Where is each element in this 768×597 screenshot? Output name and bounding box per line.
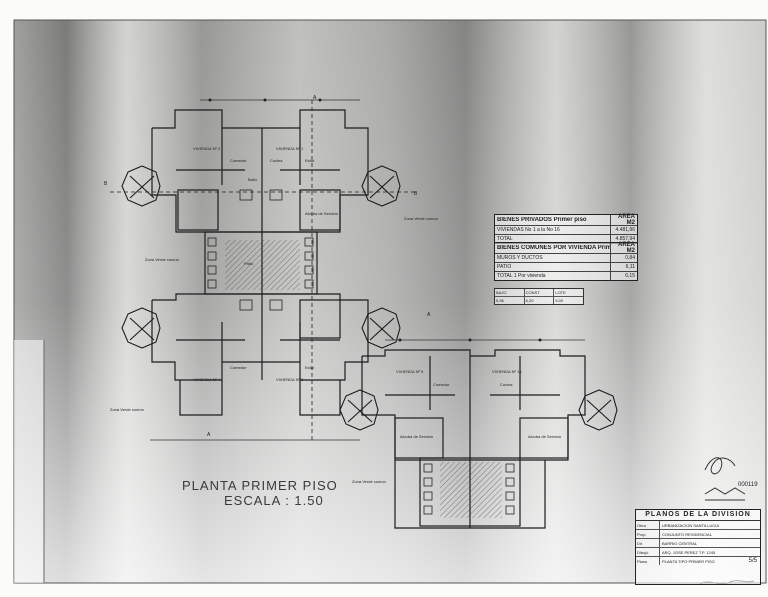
room-label-comedor-lower: Comedor	[230, 365, 247, 370]
room-label-vivienda-5: VIVIENDA Nº 5	[396, 369, 424, 374]
drawing-scale: ESCALA : 1.50	[224, 493, 324, 508]
title-block: PLANOS DE LA DIVISION Obra URBANIZACION …	[635, 509, 761, 585]
page-number: 5/5	[748, 558, 757, 564]
room-label-comedor-right: Comedor	[433, 382, 450, 387]
table-row: PATIO 6,11	[495, 263, 637, 272]
room-label-comedor: Comedor	[230, 158, 247, 163]
room-label-zona-verde-right: Zona Verde común	[404, 216, 438, 221]
room-label-patio: Patio	[244, 261, 254, 266]
table-privados-header: BIENES PRIVADOS Primer piso	[497, 217, 587, 223]
room-label-cocina: Cocina	[270, 158, 283, 163]
sheet-number: 000119	[738, 482, 758, 488]
table-row: MUROS Y DUCTOS 0,84	[495, 254, 637, 263]
table-row: 5,96 6,20 5,00	[495, 297, 583, 304]
title-block-heading: PLANOS DE LA DIVISION	[636, 510, 760, 521]
table-summary: BAJO CONST LOTE 5,96 6,20 5,00	[494, 288, 584, 305]
room-label-estar: Estar	[305, 158, 315, 163]
room-label-baño: Baño	[248, 177, 258, 182]
drawing-title: PLANTA PRIMER PISO	[182, 478, 338, 493]
title-block-row: Prop. CONJUNTO RESIDENCIAL	[636, 530, 760, 539]
table-comunes-header: BIENES COMUNES POR VIVIENDA Primer piso	[497, 245, 610, 251]
table-bienes-privados: BIENES PRIVADOS Primer piso AREA M2 VIVI…	[494, 214, 638, 244]
room-label-vivienda-1: VIVIENDA Nº 1	[276, 146, 304, 151]
title-block-row: Dir. BARRIO CENTRAL	[636, 539, 760, 548]
table-comunes-area-header: AREA M2	[610, 242, 637, 254]
room-label-zona-verde-bottom: Zona Verde común	[352, 479, 386, 484]
room-label-alcoba-servicio: Alcoba de Servicio	[305, 211, 339, 216]
table-privados-area-header: AREA M2	[610, 214, 637, 226]
table-bienes-comunes: BIENES COMUNES POR VIVIENDA Primer piso …	[494, 242, 638, 281]
section-marker-b-left: B	[104, 181, 108, 187]
section-marker-a-top: A	[313, 95, 317, 101]
section-marker-a-mid: A	[427, 312, 431, 318]
room-label-cocina-right: Cocina	[500, 382, 513, 387]
room-label-zona-verde-left: Zona Verde común	[145, 257, 179, 262]
title-block-row: Plano PLANTA TIPO PRIMER PISO 5/5	[636, 557, 760, 565]
table-row: TOTAL 4.857,94	[497, 235, 635, 243]
room-label-alcoba-servicio-right-a: Alcoba de Servicio	[400, 434, 434, 439]
section-marker-b-right: B	[414, 191, 418, 197]
section-marker-a-bottom: A	[207, 432, 211, 438]
room-label-vivienda-16: VIVIENDA Nº 16	[492, 369, 522, 374]
room-label-alcoba-servicio-right-b: Alcoba de Servicio	[528, 434, 562, 439]
table-row: TOTAL 1 Por vivienda 6,15	[497, 272, 635, 280]
table-row: VIVIENDAS No 1 a la No 16 4.481,96	[495, 226, 637, 235]
room-label-vivienda-4: VIVIENDA Nº 4	[193, 377, 221, 382]
room-label-zona-verde-lower: Zona Verde común	[110, 407, 144, 412]
title-block-row: Dibujó ARQ. JOSE PEREZ T.P. 1245	[636, 548, 760, 557]
room-label-vivienda-3: VIVIENDA Nº 3	[276, 377, 304, 382]
title-block-row: Obra URBANIZACION SANTA LUCIA	[636, 521, 760, 530]
room-label-vivienda-2: VIVIENDA Nº 2	[193, 146, 221, 151]
table-row: BAJO CONST LOTE	[495, 289, 583, 297]
room-label-estar-lower: Estar	[305, 365, 315, 370]
